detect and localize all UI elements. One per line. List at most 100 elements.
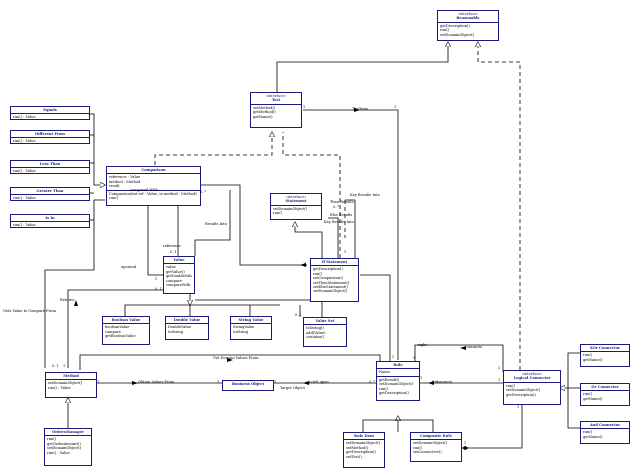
operation: run() : Value (13, 115, 36, 120)
operation: getName() (253, 114, 273, 119)
class-method[interactable]: Method setDomainObject()run() : Value (45, 372, 97, 398)
multiplicity: 1 (517, 405, 520, 409)
operation: setDomainObject() (47, 446, 82, 451)
operation: getDescription() (506, 392, 536, 397)
assoc-arrow (303, 381, 309, 385)
operation: run() : Value (13, 223, 36, 228)
class-is-in[interactable]: Is In run() : Value (10, 214, 90, 228)
class-different-from[interactable]: Different From run() : Value (10, 130, 90, 144)
comparison-value-op (147, 204, 163, 276)
label-gets-value-to-compare-from: Gets Value to Compare From (3, 309, 56, 313)
assoc-arrow (460, 346, 466, 350)
multiplicity: 1 (392, 355, 395, 359)
class-or-connector[interactable]: Or Connector run()getName() (580, 383, 630, 406)
multiplicity: 1 (97, 380, 100, 384)
operation: StringValue (233, 325, 255, 330)
multiplicity: 1 (498, 366, 501, 370)
label-reference: reference (163, 244, 181, 248)
multiplicity: 1 (413, 356, 416, 360)
multiplicity: 1 (394, 105, 397, 109)
operation: setElseStatement() (313, 285, 348, 290)
label-target-object: Target Object (280, 386, 305, 390)
operation: run() (583, 430, 593, 435)
attribute: result (109, 184, 120, 189)
assoc-arrow (74, 300, 78, 306)
class-business-object[interactable]: Business Object (222, 380, 274, 391)
attribute: Name (379, 370, 390, 375)
label-results-into: Results Into (205, 222, 227, 226)
operation: toString() (306, 326, 324, 331)
operation: setDomainObject() (413, 441, 448, 446)
class-name: Different From (34, 132, 65, 136)
class-name: Method (63, 374, 79, 378)
label-compared-with: compared With (130, 188, 158, 192)
class-orders-manager[interactable]: OrdersManager run()getOrderAmount()setDo… (44, 428, 92, 466)
class-rule[interactable]: Rule Name getResult()setDomainObject()ru… (376, 361, 420, 401)
stereotype: «interface» (521, 372, 543, 376)
operation: setConnective() (413, 450, 442, 455)
operation: getValue() (166, 269, 185, 274)
operation: contains() (306, 335, 325, 340)
operation: DoubleValue (168, 325, 191, 330)
class-reasonable[interactable]: «interface»Reasonable getDescription()ru… (437, 10, 499, 41)
label-key-results-into: Key Results Into (350, 193, 380, 197)
ifstatement-statement-link (295, 222, 323, 258)
class-test[interactable]: «interface»Test setMethod()getMethod()ge… (250, 92, 302, 128)
class-if-statement[interactable]: If Statement getDescription()run()setCom… (310, 258, 359, 302)
class-name: Greater Than (36, 189, 64, 193)
operation: run() (413, 445, 423, 450)
test-reasonable-link (276, 42, 448, 93)
rule-if-link (360, 274, 391, 362)
operation: setMethod() (346, 445, 369, 450)
multiplicity: 1 (155, 277, 158, 281)
class-xor-connector[interactable]: XOr Connector run()getName() (580, 344, 630, 367)
operation: compare (105, 329, 121, 334)
operation: run() (273, 211, 283, 216)
operation: run() : Value (48, 385, 71, 390)
operation: setDomainObject() (346, 441, 381, 446)
operation: setDomainObject() (48, 381, 83, 386)
operation: setDomainObject() (379, 382, 414, 387)
class-statement[interactable]: «interface»Statement setDomainObject()ru… (270, 193, 322, 220)
class-rule-item[interactable]: Rule Item setDomainObject()setMethod()ge… (343, 432, 385, 468)
comparison-test-link (154, 132, 272, 165)
class-name: Business Object (231, 382, 265, 386)
test-rule-link (303, 109, 399, 360)
class-and-connector[interactable]: And Connector run()getName() (580, 421, 630, 444)
class-equals[interactable]: Equals run() : Value (10, 106, 90, 120)
label-key-results-into-2: Key Results Into (324, 220, 354, 224)
multiplicity: 1 (344, 250, 347, 254)
class-name: Rule Item (354, 434, 374, 438)
class-name: XOr Connector (590, 346, 620, 350)
operation: run() (440, 28, 450, 33)
operation: booleanValue (105, 325, 130, 330)
operation: run() (379, 386, 389, 391)
operation: setDomainObject() (506, 388, 541, 393)
class-composite-rule[interactable]: Composite Rule setDomainObject()run()set… (410, 432, 462, 462)
class-name: OrdersManager (52, 430, 84, 434)
method-rule-link (79, 354, 381, 370)
class-value[interactable]: Value valuegetValue()getDoubleValue()com… (163, 256, 195, 294)
label-else-results: Else Results (330, 213, 353, 217)
class-logical-connector[interactable]: «interface»Logical Connector run()setDom… (503, 370, 561, 405)
composite-logical-link (462, 404, 523, 451)
class-greater-than[interactable]: Greater Than run() : Value (10, 187, 90, 201)
class-value-set[interactable]: Value Set toString()add(Value)contains() (303, 317, 347, 347)
logical-reasonable-link (478, 42, 521, 370)
operation: getResult() (379, 377, 400, 382)
operation: run() : Value (13, 169, 36, 174)
class-less-than[interactable]: Less Than run() : Value (10, 160, 90, 174)
comparison-results-link (200, 184, 307, 266)
operation: setTest() (346, 454, 362, 459)
class-name: Logical Connector (513, 376, 551, 381)
label-tests: TheTests (352, 107, 369, 111)
operation: run() : Value (47, 450, 70, 455)
class-name: Less Than (39, 162, 61, 166)
class-name: Double Value (173, 318, 201, 322)
rule-logical-right (414, 344, 504, 372)
